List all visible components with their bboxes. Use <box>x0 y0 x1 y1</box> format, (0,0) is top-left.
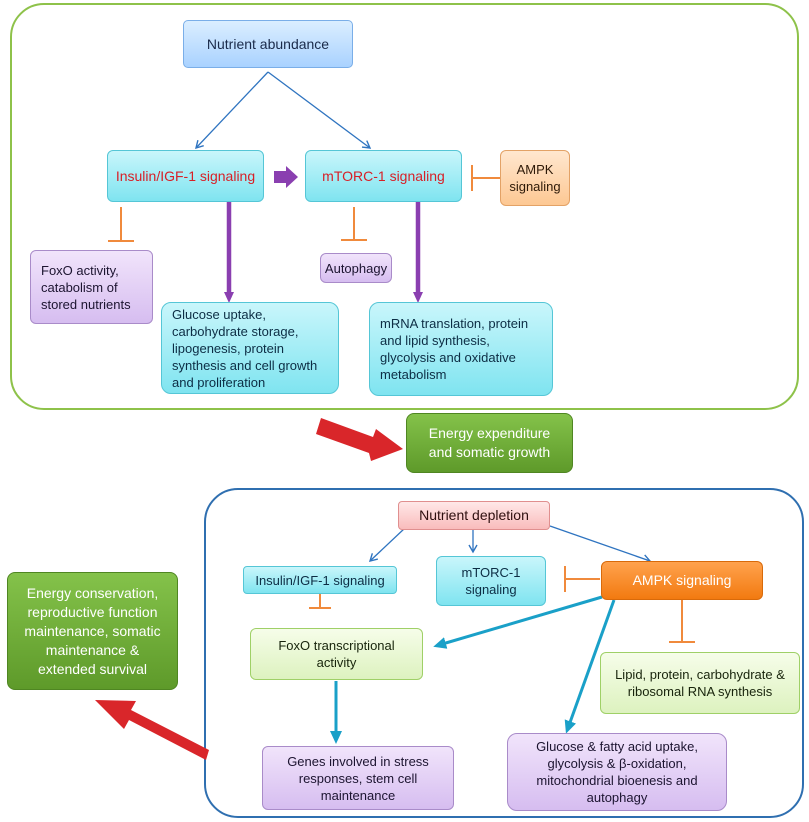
arrow-ampk-to-glucose-fatty <box>564 599 616 734</box>
arrow-abundance-to-mtorc1 <box>267 71 372 149</box>
arrow-depletion-to-insulin <box>368 527 406 562</box>
autophagy-node: Autophagy <box>320 253 392 283</box>
insulin-igf1-node: Insulin/IGF-1 signaling <box>107 150 264 202</box>
inhibit-ampk-mtorc1 <box>471 165 500 191</box>
energy-conservation-node: Energy conservation, reproductive functi… <box>7 572 178 690</box>
foxo-catabolism-node: FoxO activity, catabolism of stored nutr… <box>30 250 153 324</box>
mtorc1-bottom-node: mTORC-1 signaling <box>436 556 546 606</box>
nutrient-depletion-node: Nutrient depletion <box>398 501 550 530</box>
arrow-depletion-to-ampk <box>549 525 652 564</box>
inhibit-mtorc1-autophagy <box>341 207 367 241</box>
foxo-transcriptional-node: FoxO transcriptional activity <box>250 628 423 680</box>
arrow-abundance-to-insulin <box>195 71 269 150</box>
ampk-node: AMPK signaling <box>500 150 570 206</box>
inhibit-ampk-mtorc1-bottom <box>564 566 600 592</box>
big-arrow-to-energy-expenditure <box>316 418 403 461</box>
mrna-translation-node: mRNA translation, protein and lipid synt… <box>369 302 553 396</box>
nutrient-abundance-node: Nutrient abundance <box>183 20 353 68</box>
mtorc1-node: mTORC-1 signaling <box>305 150 462 202</box>
lipid-protein-node: Lipid, protein, carbohydrate & ribosomal… <box>600 652 800 714</box>
inhibit-ampk-lipid <box>669 600 695 643</box>
arrow-insulin-to-mtorc1 <box>274 166 298 188</box>
insulin-igf1-bottom-node: Insulin/IGF-1 signaling <box>243 566 397 594</box>
energy-expenditure-node: Energy expenditure and somatic growth <box>406 413 573 473</box>
ampk-bottom-node: AMPK signaling <box>601 561 763 600</box>
inhibit-insulin-foxo <box>108 207 134 242</box>
glucose-fatty-acid-node: Glucose & fatty acid uptake, glycolysis … <box>507 733 727 811</box>
glucose-uptake-node: Glucose uptake, carbohydrate storage, li… <box>161 302 339 394</box>
genes-stress-node: Genes involved in stress responses, stem… <box>262 746 454 810</box>
inhibit-insulin-foxo-bottom <box>309 594 331 609</box>
big-arrow-to-energy-conservation <box>95 700 209 760</box>
arrow-ampk-to-foxo <box>433 595 603 649</box>
